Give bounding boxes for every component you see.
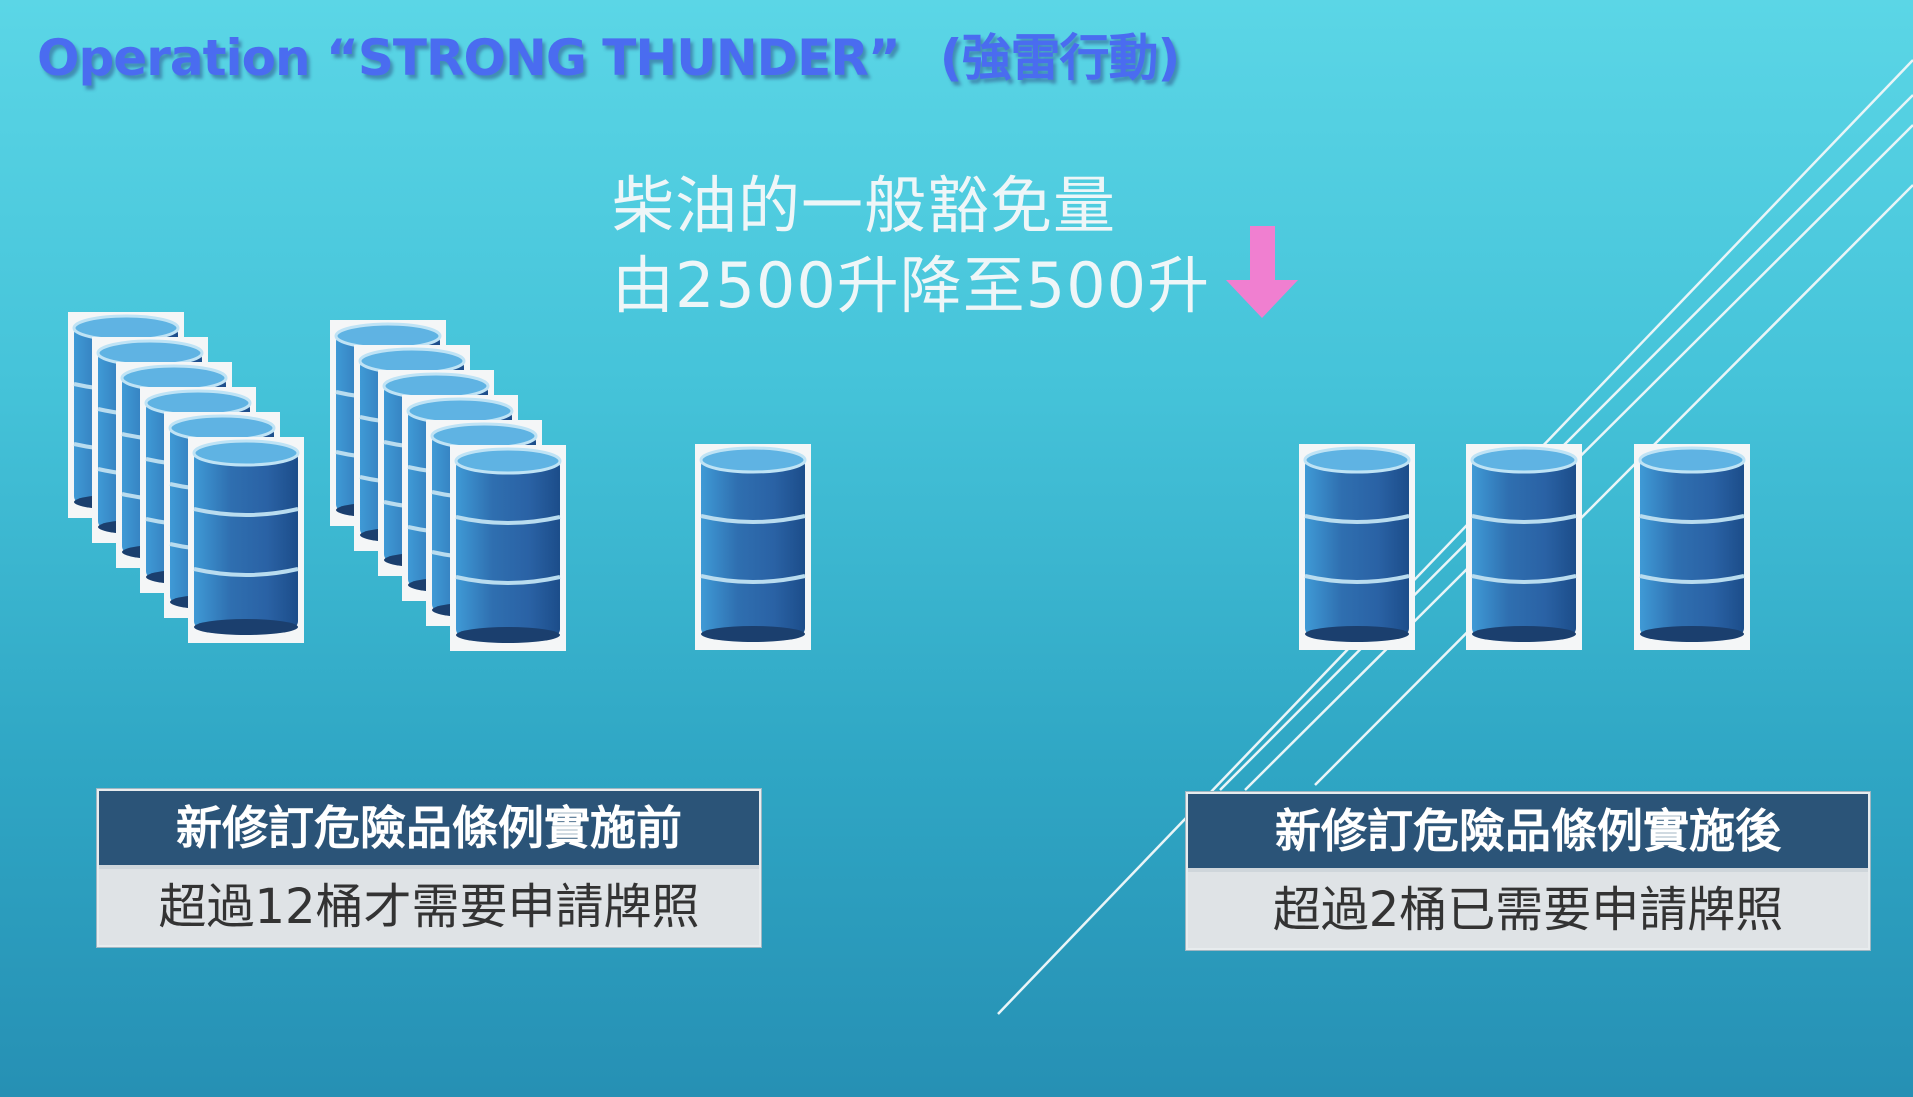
oil-drum-icon bbox=[1299, 444, 1415, 650]
before-body: 超過12桶才需要申請牌照 bbox=[158, 879, 700, 935]
after-header: 新修訂危險品條例實施後 bbox=[1188, 794, 1868, 872]
subtitle-line-2: 由2500升降至500升 bbox=[612, 249, 1211, 322]
subtitle-line-1: 柴油的一般豁免量 bbox=[612, 169, 1117, 242]
title-english: Operation “STRONG THUNDER” bbox=[37, 29, 901, 87]
oil-drum-icon bbox=[450, 445, 566, 651]
before-header: 新修訂危險品條例實施前 bbox=[99, 791, 759, 869]
after-body: 超過2桶已需要申請牌照 bbox=[1272, 882, 1784, 938]
oil-drum-icon bbox=[1466, 444, 1582, 650]
down-arrow-icon bbox=[1226, 226, 1298, 318]
slide-title: Operation “STRONG THUNDER” (強雷行動) bbox=[37, 18, 1181, 90]
after-box: 新修訂危險品條例實施後 超過2桶已需要申請牌照 bbox=[1186, 792, 1870, 950]
before-box: 新修訂危險品條例實施前 超過12桶才需要申請牌照 bbox=[97, 789, 761, 947]
oil-drum-icon bbox=[188, 437, 304, 643]
title-chinese: (強雷行動) bbox=[939, 29, 1181, 87]
oil-drum-icon bbox=[695, 444, 811, 650]
oil-drum-icon bbox=[1634, 444, 1750, 650]
